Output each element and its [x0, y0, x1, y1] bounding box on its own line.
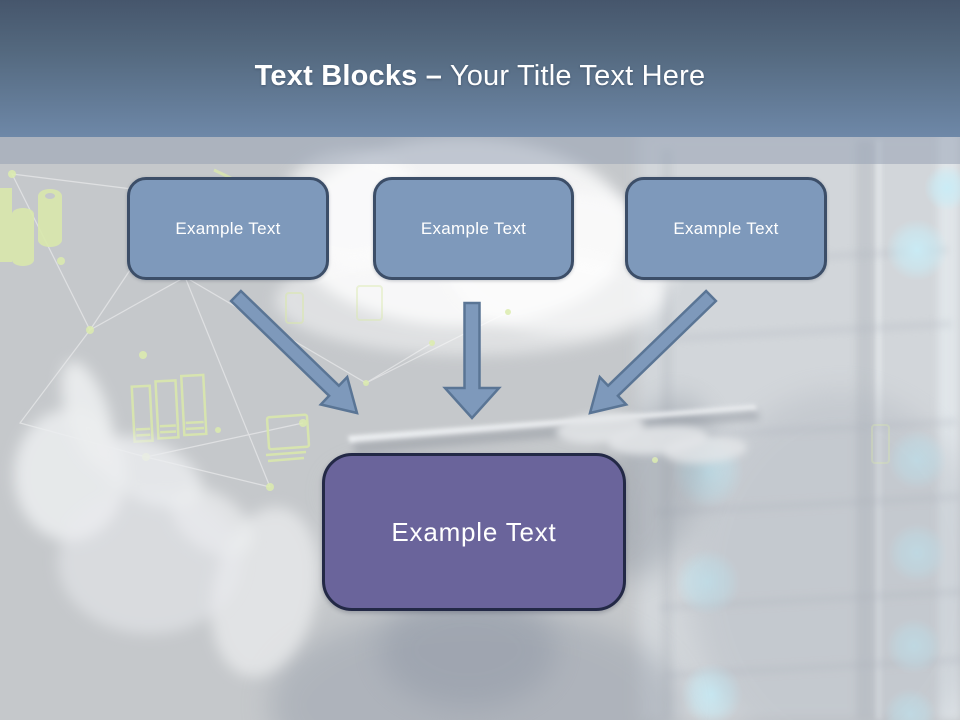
title-topic: Text Blocks — [254, 60, 418, 92]
slide-title: Text Blocks – Your Title Text Here — [255, 44, 706, 93]
text-block-center-label: Example Text — [391, 516, 557, 547]
text-block-1-label: Example Text — [175, 218, 281, 238]
hand-silhouette-left — [14, 361, 319, 677]
monitor-icon — [265, 413, 311, 463]
title-dash-separator: – — [425, 60, 443, 92]
text-block-2-label: Example Text — [420, 218, 527, 238]
text-block-1[interactable]: Example Text — [127, 177, 329, 280]
slide-header: Text Blocks – Your Title Text Here — [0, 0, 960, 137]
hand-silhouette-right — [556, 412, 747, 464]
text-block-3-label: Example Text — [673, 218, 779, 238]
header-underlay-band — [0, 137, 960, 164]
text-block-center[interactable]: Example Text — [322, 453, 626, 611]
title-placeholder-text: Your Title Text Here — [449, 60, 706, 92]
text-block-3[interactable]: Example Text — [625, 177, 827, 280]
text-block-2[interactable]: Example Text — [373, 177, 574, 280]
database-cylinder-icon — [0, 188, 62, 266]
